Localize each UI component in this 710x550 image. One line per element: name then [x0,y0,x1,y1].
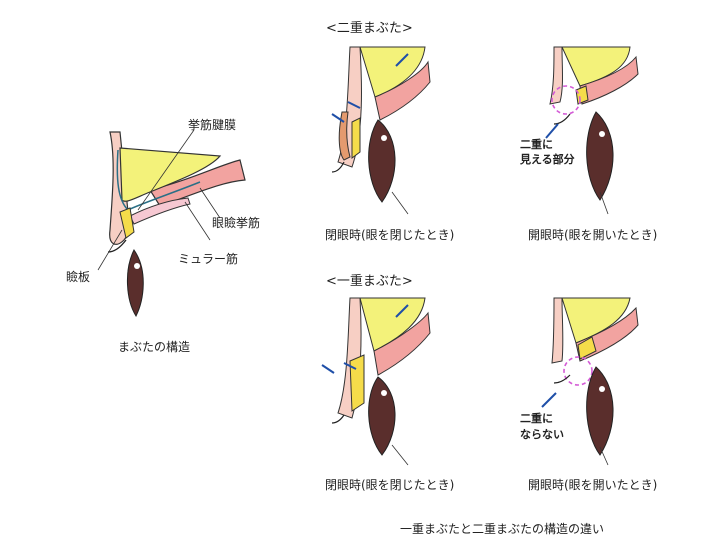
no-fold-highlight [563,356,593,386]
leader-line [599,191,609,215]
label-aponeurosis: 挙筋腱膜 [188,118,237,132]
label-tarsus: 瞼板 [66,270,91,284]
arrow [395,304,409,318]
eye-muscle-front [338,111,351,161]
double-closed-caption: 閉眼時(眼を閉じたとき) [325,228,455,242]
eyeball [586,111,614,201]
arrow [321,364,335,374]
eyelid-structure-diagram [97,129,246,318]
arrow [545,123,559,139]
footer-caption: 一重まぶたと二重まぶたの構造の違い [400,522,605,536]
leader-tarsus [97,229,123,271]
double-eyelid-heading: <二重まぶた> [326,21,413,36]
eyelash [107,239,127,253]
eyelash [331,161,345,173]
eye-highlight [134,263,140,269]
eye-highlight [599,386,605,392]
leader-muller [184,201,211,241]
leader-line [599,446,609,466]
eyelash [331,414,345,424]
main-diagram-caption: まぶたの構造 [118,340,191,354]
double-note-line1: 二重に [520,138,553,151]
single-eyelid-open-diagram [541,297,639,466]
eyelid-skin [551,297,564,364]
arrow [331,113,345,123]
levator-muscle [579,55,639,105]
orbital-fat [119,147,222,202]
eye-highlight [381,135,387,141]
levator-muscle [373,311,431,376]
tarsus-plate [575,85,589,105]
muller-muscle [129,197,191,225]
eyelash [553,374,571,384]
leader-line [391,191,409,215]
eyelash [553,113,571,125]
label-levator: 眼瞼挙筋 [212,216,261,230]
eyeball [368,376,396,456]
single-eyelid-heading: <一重まぶた> [326,274,413,289]
leader-levator [199,187,221,219]
single-closed-caption: 閉眼時(眼を閉じたとき) [325,478,455,492]
double-fold-highlight [551,85,581,115]
leader-line [391,444,409,466]
leader-aponeurosis [137,129,195,211]
eye-highlight [381,390,387,396]
eyeball [126,249,144,318]
label-muller: ミュラー筋 [178,252,239,266]
single-note-line1: 二重に [520,412,553,425]
arrow [343,362,357,370]
eyeball [368,119,396,203]
eyelid-skin [549,46,563,105]
arrow [347,101,361,109]
tarsus-plate [351,117,361,159]
double-open-caption: 開眼時(眼を開いたとき) [528,228,658,242]
double-note-line2: 見える部分 [520,153,575,166]
single-open-caption: 開眼時(眼を開いたとき) [528,478,658,492]
tarsus-plate [119,207,135,239]
double-eyelid-closed-diagram [331,46,431,215]
arrow [541,392,557,408]
arrow [395,53,409,67]
tarsus-plate [349,354,365,412]
single-note-line2: ならない [520,428,564,441]
double-eyelid-open-diagram [545,46,639,215]
single-eyelid-closed-diagram [321,297,431,466]
levator-muscle [374,60,431,121]
eyeball [586,366,614,456]
eye-highlight [599,131,605,137]
tarsus-plate [577,336,597,360]
